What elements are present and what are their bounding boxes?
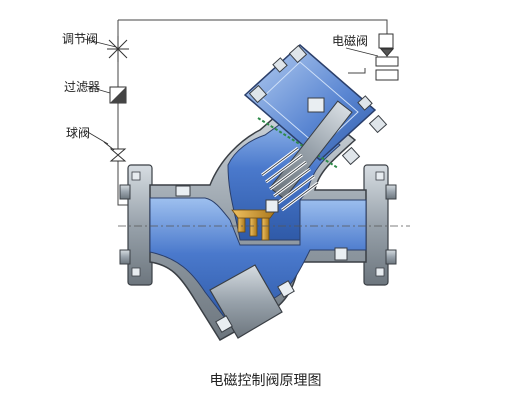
solenoid-valve-symbol <box>375 33 399 81</box>
outlet-plug <box>334 247 348 261</box>
strainer-cover <box>209 264 295 339</box>
inlet-flange <box>119 164 153 286</box>
label-solenoid-valve: 电磁阀 <box>332 34 369 48</box>
ball-valve-symbol <box>103 141 127 162</box>
label-ball-valve: 球阀 <box>66 126 91 140</box>
label-regulating-valve: 调节阀 <box>62 32 99 46</box>
bonnet-bolts <box>248 44 388 166</box>
diagram-caption: 电磁控制阀原理图 <box>209 373 322 389</box>
label-filter: 过滤器 <box>64 80 101 94</box>
stem-spring-assembly <box>261 97 353 212</box>
drain-plug <box>175 185 191 197</box>
brass-seat <box>231 199 279 241</box>
filter-symbol <box>109 86 127 104</box>
outlet-flange <box>363 164 397 286</box>
regulating-valve-symbol <box>107 36 129 62</box>
